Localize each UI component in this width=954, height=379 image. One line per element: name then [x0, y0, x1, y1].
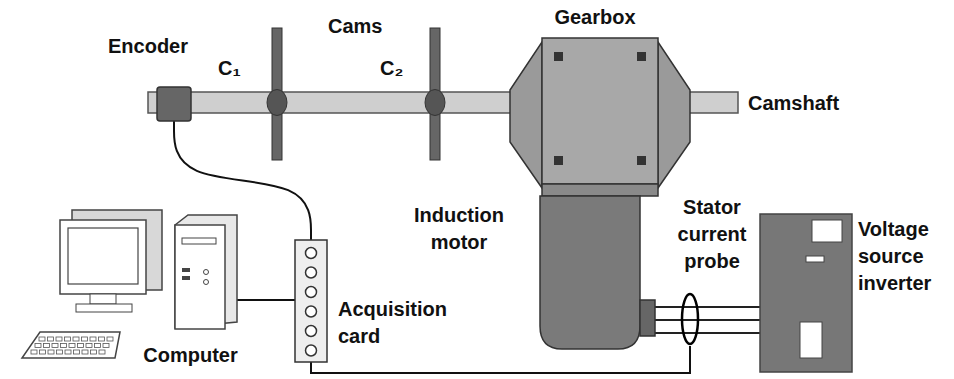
shape-outline	[20, 210, 237, 360]
component-label: Induction motor	[393, 202, 525, 256]
signal-cable	[237, 299, 295, 301]
shape-outline	[540, 196, 656, 351]
component-label: Voltage source inverter	[858, 216, 950, 297]
power-wire	[655, 306, 762, 308]
induction-motor: Induction motor	[540, 196, 656, 351]
shape-outline	[295, 240, 327, 362]
component-label: Stator current probe	[660, 194, 764, 275]
gearbox: Gearbox	[510, 38, 690, 196]
acquisition-card: Acquisition card	[295, 240, 327, 362]
component-label: Computer	[128, 342, 253, 369]
current-probe: Stator current probe	[680, 292, 700, 346]
power-wire	[655, 319, 762, 321]
signal-cable	[311, 346, 690, 373]
cams-label: Cams	[328, 14, 382, 38]
shape-outline	[510, 38, 690, 196]
voltage-inverter: Voltage source inverter	[760, 214, 852, 372]
power-wire	[655, 332, 762, 334]
cam-label: C₁	[218, 56, 241, 80]
shape-outline	[157, 87, 191, 121]
component-label: Camshaft	[748, 90, 868, 117]
cam-label: C₂	[380, 56, 403, 80]
component-label: Encoder	[100, 33, 196, 60]
component-label: Gearbox	[540, 4, 650, 31]
encoder: Encoder	[157, 87, 191, 121]
component-label: Acquisition card	[338, 296, 478, 350]
shape-outline	[760, 214, 852, 372]
shape-outline	[680, 292, 700, 346]
computer: Computer	[20, 210, 237, 360]
